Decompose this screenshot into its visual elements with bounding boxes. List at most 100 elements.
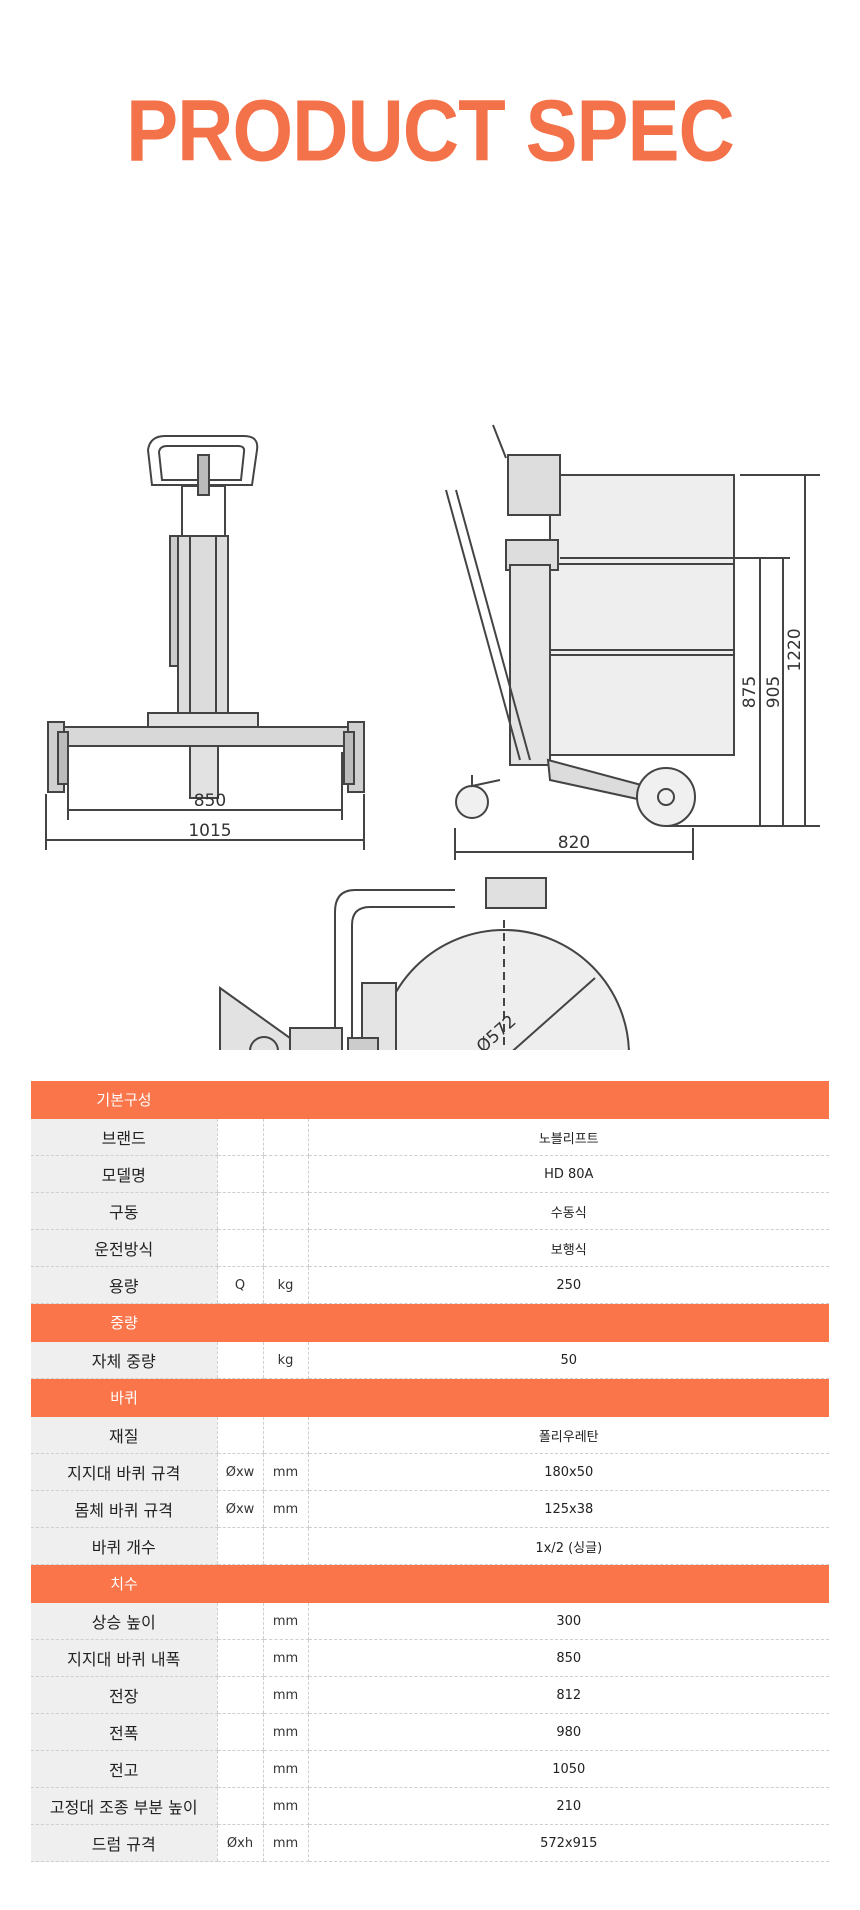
spec-label: 지지대 바퀴 규격 — [31, 1453, 217, 1491]
spec-label: 드럼 규격 — [31, 1824, 217, 1862]
spec-unit: kg — [262, 1341, 309, 1379]
spec-symbol — [216, 1192, 263, 1230]
spec-symbol: Øxw — [216, 1490, 263, 1528]
spec-row: 재질 폴리우레탄 — [31, 1416, 829, 1454]
spec-value: 1050 — [308, 1750, 829, 1788]
spec-symbol — [216, 1341, 263, 1379]
section-header-row: 중량 — [31, 1303, 829, 1342]
spec-unit: mm — [262, 1787, 309, 1825]
spec-unit: kg — [262, 1266, 309, 1304]
spec-label: 바퀴 개수 — [31, 1527, 217, 1565]
spec-symbol — [216, 1787, 263, 1825]
section-header-fill — [217, 1564, 829, 1603]
spec-unit — [262, 1416, 309, 1454]
spec-unit — [262, 1527, 309, 1565]
spec-value: 수동식 — [308, 1192, 829, 1230]
section-header-row: 치수 — [31, 1564, 829, 1603]
spec-label: 자체 중량 — [31, 1341, 217, 1379]
spec-unit: mm — [262, 1490, 309, 1528]
section-title: 바퀴 — [31, 1378, 217, 1417]
dim-850-label: 850 — [194, 791, 226, 811]
spec-label: 전폭 — [31, 1713, 217, 1751]
spec-symbol — [216, 1118, 263, 1156]
section-header-fill — [217, 1081, 829, 1119]
spec-label: 브랜드 — [31, 1118, 217, 1156]
spec-unit: mm — [262, 1639, 309, 1677]
dim-905-label: 905 — [764, 676, 784, 708]
spec-label: 모델명 — [31, 1155, 217, 1193]
spec-row: 구동 수동식 — [31, 1192, 829, 1230]
spec-label: 재질 — [31, 1416, 217, 1454]
spec-unit: mm — [262, 1602, 309, 1640]
section-header-fill — [217, 1303, 829, 1342]
dim-820-label: 820 — [558, 833, 590, 853]
spec-label: 몸체 바퀴 규격 — [31, 1490, 217, 1528]
spec-value: 850 — [308, 1639, 829, 1677]
spec-symbol — [216, 1527, 263, 1565]
dim-1220-label: 1220 — [785, 628, 805, 671]
section-header-fill — [217, 1378, 829, 1417]
spec-symbol — [216, 1639, 263, 1677]
spec-unit: mm — [262, 1750, 309, 1788]
spec-symbol — [216, 1229, 263, 1267]
technical-drawing: 850 1015 820 875 905 1220 Ø572 — [45, 424, 820, 1050]
spec-value: 50 — [308, 1341, 829, 1379]
spec-value: 812 — [308, 1676, 829, 1714]
section-header-row: 기본구성 — [31, 1081, 829, 1119]
spec-row: 바퀴 개수 1x/2 (싱글) — [31, 1527, 829, 1565]
section-header-row: 바퀴 — [31, 1378, 829, 1417]
spec-symbol: Øxh — [216, 1824, 263, 1862]
spec-value: 폴리우레탄 — [308, 1416, 829, 1454]
spec-value: 보행식 — [308, 1229, 829, 1267]
spec-label: 구동 — [31, 1192, 217, 1230]
spec-symbol — [216, 1602, 263, 1640]
spec-value: 노블리프트 — [308, 1118, 829, 1156]
spec-unit: mm — [262, 1676, 309, 1714]
spec-label: 전장 — [31, 1676, 217, 1714]
spec-unit — [262, 1155, 309, 1193]
spec-symbol — [216, 1155, 263, 1193]
spec-label: 운전방식 — [31, 1229, 217, 1267]
spec-label: 전고 — [31, 1750, 217, 1788]
spec-unit: mm — [262, 1453, 309, 1491]
spec-value: 1x/2 (싱글) — [308, 1527, 829, 1565]
spec-unit — [262, 1192, 309, 1230]
page-title: PRODUCT SPEC — [126, 81, 735, 180]
spec-label: 용량 — [31, 1266, 217, 1304]
section-title: 치수 — [31, 1564, 217, 1603]
spec-value: 980 — [308, 1713, 829, 1751]
side-view-diagram — [445, 424, 820, 860]
spec-symbol: Q — [216, 1266, 263, 1304]
spec-value: 572x915 — [308, 1824, 829, 1862]
spec-value: 180x50 — [308, 1453, 829, 1491]
front-view-diagram — [45, 435, 365, 850]
spec-row: 브랜드 노블리프트 — [31, 1118, 829, 1156]
spec-row: 모델명 HD 80A — [31, 1155, 829, 1193]
spec-label: 상승 높이 — [31, 1602, 217, 1640]
spec-label: 지지대 바퀴 내폭 — [31, 1639, 217, 1677]
spec-value: 250 — [308, 1266, 829, 1304]
spec-symbol — [216, 1713, 263, 1751]
section-title: 기본구성 — [31, 1081, 217, 1119]
spec-value: 210 — [308, 1787, 829, 1825]
spec-value: 125x38 — [308, 1490, 829, 1528]
spec-symbol — [216, 1416, 263, 1454]
dim-1015-label: 1015 — [188, 821, 231, 841]
spec-row: 운전방식 보행식 — [31, 1229, 829, 1267]
spec-unit: mm — [262, 1713, 309, 1751]
spec-value: 300 — [308, 1602, 829, 1640]
spec-label: 고정대 조종 부분 높이 — [31, 1787, 217, 1825]
spec-value: HD 80A — [308, 1155, 829, 1193]
spec-unit: mm — [262, 1824, 309, 1862]
spec-unit — [262, 1229, 309, 1267]
